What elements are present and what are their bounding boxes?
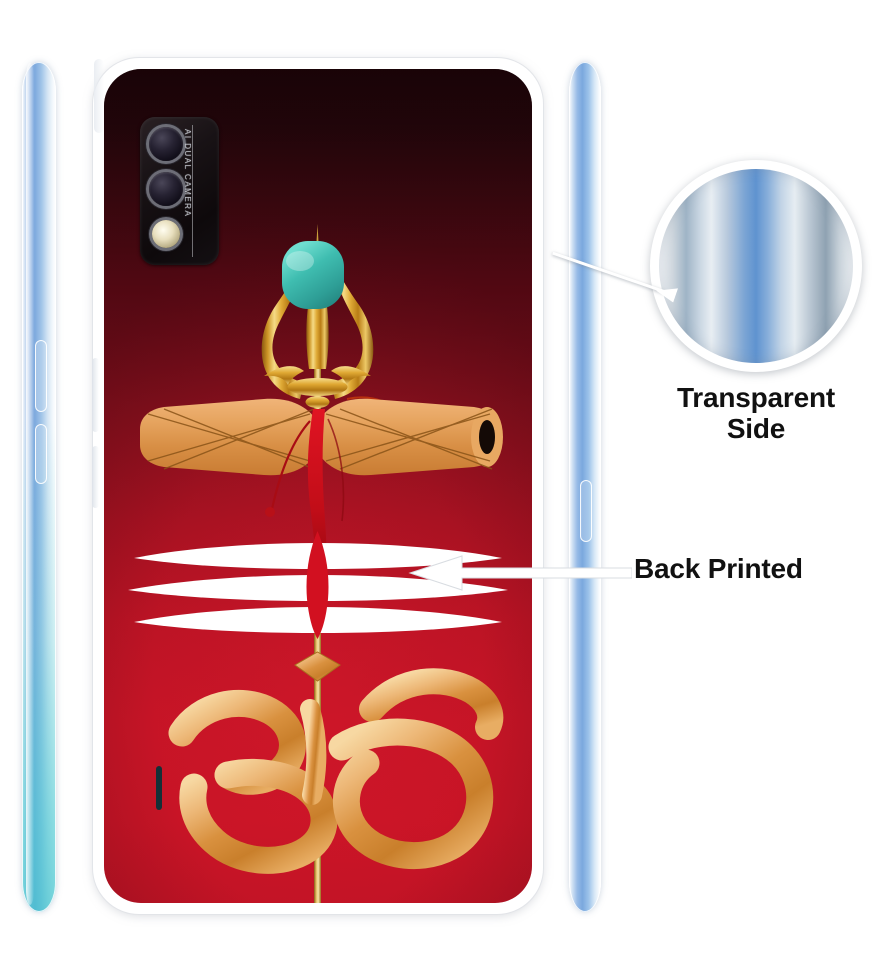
left-side-rim xyxy=(22,62,56,912)
camera-lens-secondary xyxy=(149,172,183,206)
transparent-side-label: Transparent Side xyxy=(640,382,872,445)
om-bindu-diamond xyxy=(294,651,341,682)
shiva-artwork xyxy=(128,224,508,903)
fingerprint-sensor-cutout xyxy=(156,766,162,810)
gem-highlight xyxy=(286,251,314,271)
ribbon-bead xyxy=(265,507,275,517)
right-side-rim xyxy=(569,62,601,912)
transparent-side-label-line2: Side xyxy=(726,413,786,445)
arrow-left-icon xyxy=(408,555,632,591)
camera-label: AI DUAL CAMERA xyxy=(183,129,192,218)
bumper-volume-down-nub xyxy=(92,446,99,508)
volume-down-button[interactable] xyxy=(35,424,47,484)
tilak-mark xyxy=(306,531,329,639)
damaru-sound-hole xyxy=(479,420,495,454)
ribbon-tail-left xyxy=(270,420,311,510)
camera-flash-icon xyxy=(152,220,180,248)
trishul-collar xyxy=(287,378,348,396)
camera-module-cutout: AI DUAL CAMERA xyxy=(140,117,219,265)
trishul-ornament-right xyxy=(331,366,371,385)
camera-module-divider xyxy=(192,125,193,257)
volume-up-button[interactable] xyxy=(35,340,47,412)
om-symbol xyxy=(168,668,504,874)
trishul-collar-small xyxy=(305,396,330,408)
back-printed-label: Back Printed xyxy=(634,553,803,584)
camera-lens-primary xyxy=(149,127,183,161)
transparent-side-label-line1: Transparent xyxy=(676,382,836,413)
trishul-ornament-left xyxy=(264,366,304,385)
back-printed-arrow xyxy=(404,554,632,592)
phone-case-back-view: AI DUAL CAMERA xyxy=(92,58,543,914)
case-printed-back-panel: AI DUAL CAMERA xyxy=(104,69,532,903)
ribbon-tail-right xyxy=(327,418,345,522)
left-side-highlight xyxy=(26,63,34,905)
bumper-volume-up-nub xyxy=(92,358,99,432)
power-button[interactable] xyxy=(580,480,592,542)
right-side-glass-edge xyxy=(569,62,601,912)
transparent-side-magnifier xyxy=(552,160,862,372)
gem xyxy=(282,241,344,309)
left-side-profile xyxy=(14,62,66,912)
damaru-lacing xyxy=(147,408,493,470)
right-side-profile xyxy=(560,62,612,912)
magnifier-zoom-content xyxy=(659,169,853,363)
